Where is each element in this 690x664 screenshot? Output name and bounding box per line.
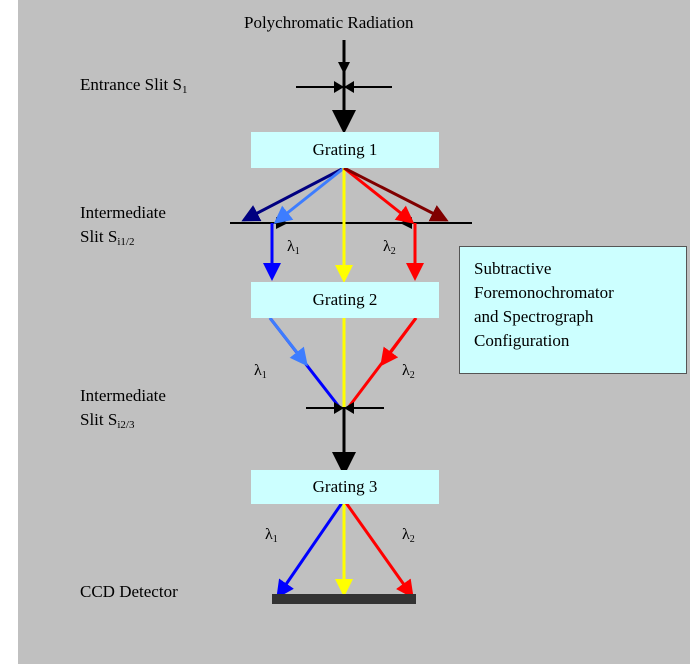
intermediate-slit-2-label-line2: Slit Si2/3 — [80, 410, 135, 431]
lambda1-label-upper: λ1 — [287, 238, 300, 257]
note-line-3: and Spectrograph — [474, 307, 594, 326]
grating3-dispersed-beams — [276, 499, 414, 599]
entrance-slit — [296, 62, 392, 93]
grating-1-box: Grating 1 — [251, 132, 439, 168]
grating1-dispersed-beams — [241, 166, 449, 283]
intermediate-slit-1-label-line1: Intermediate — [80, 203, 166, 222]
lambda1-label-middle: λ1 — [254, 362, 267, 381]
lambda2-label-middle: λ2 — [402, 362, 415, 381]
intermediate-slit-1-2 — [230, 217, 472, 229]
intermediate-slit-2-3 — [306, 402, 384, 476]
lambda1-label-lower: λ1 — [265, 526, 278, 545]
ccd-detector-bar — [272, 594, 416, 604]
lambda2-label-upper: λ2 — [383, 238, 396, 257]
configuration-note: Subtractive Foremonochromator and Spectr… — [459, 246, 687, 374]
grating-3-box: Grating 3 — [251, 470, 439, 504]
grating-2-box: Grating 2 — [251, 282, 439, 318]
note-line-2: Foremonochromator — [474, 283, 614, 302]
entrance-slit-label: Entrance Slit S1 — [80, 75, 188, 96]
lambda2-label-lower: λ2 — [402, 526, 415, 545]
note-line-4: Configuration — [474, 331, 570, 350]
intermediate-slit-1-label-line2: Slit Si1/2 — [80, 227, 135, 248]
note-line-1: Subtractive — [474, 259, 552, 278]
source-label: Polychromatic Radiation — [244, 13, 414, 32]
grating2-recombined-beams — [268, 317, 418, 409]
ccd-detector-label: CCD Detector — [80, 582, 178, 601]
intermediate-slit-2-label-line1: Intermediate — [80, 386, 166, 405]
